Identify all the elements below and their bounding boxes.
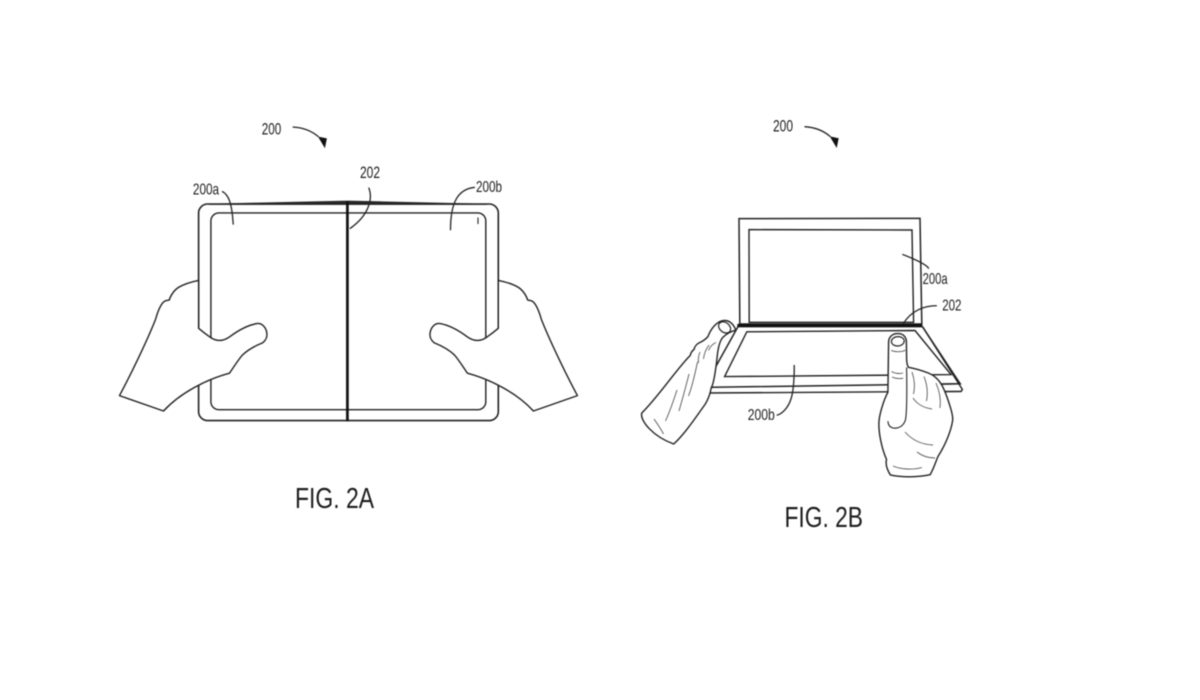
- svg-text:200a: 200a: [193, 181, 219, 198]
- svg-text:FIG. 2A: FIG. 2A: [295, 483, 374, 515]
- svg-text:200: 200: [773, 118, 793, 136]
- svg-text:202: 202: [942, 298, 961, 315]
- svg-text:200b: 200b: [476, 179, 502, 196]
- svg-text:200b: 200b: [748, 407, 775, 424]
- svg-text:200: 200: [262, 121, 282, 139]
- svg-text:200a: 200a: [923, 271, 948, 288]
- svg-text:FIG. 2B: FIG. 2B: [785, 502, 864, 534]
- svg-text:202: 202: [360, 164, 380, 182]
